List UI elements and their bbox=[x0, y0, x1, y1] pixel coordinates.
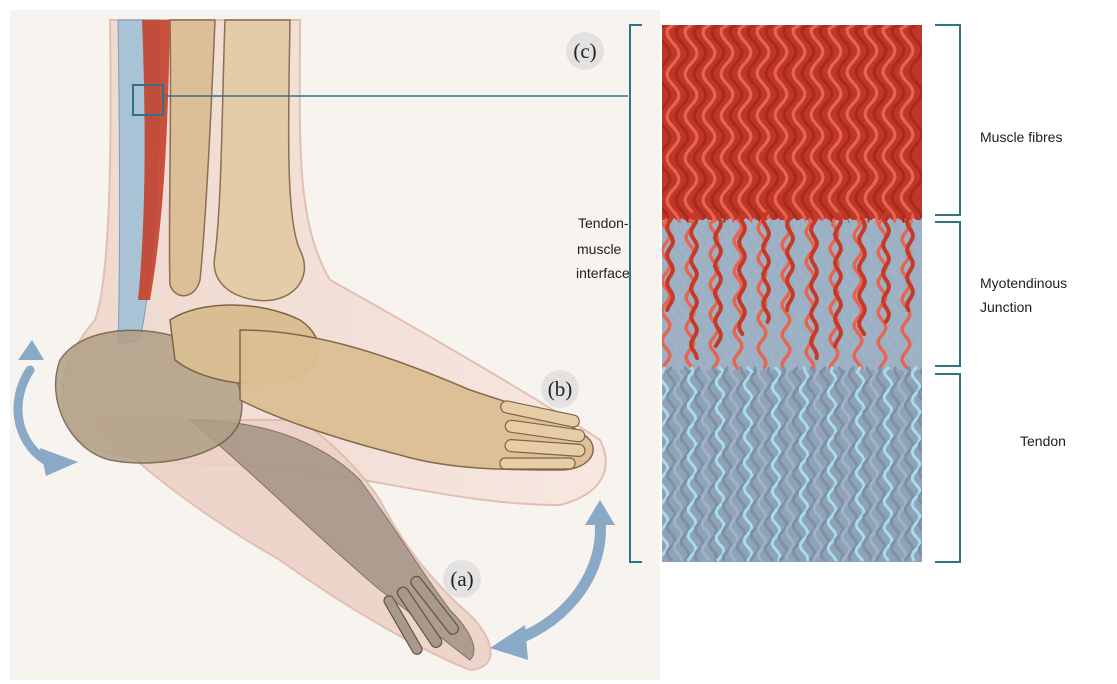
label-interface-1: Tendon- bbox=[578, 212, 629, 234]
label-tendon: Tendon bbox=[1020, 430, 1066, 452]
panel-label-c: (c) bbox=[566, 32, 604, 70]
panel-label-a: (a) bbox=[443, 560, 481, 598]
label-myotendinous: Myotendinous bbox=[980, 272, 1067, 294]
label-junction: Junction bbox=[980, 296, 1032, 318]
tendon-bracket bbox=[935, 374, 960, 562]
label-interface-2: muscle bbox=[577, 238, 621, 260]
label-muscle-fibres: Muscle fibres bbox=[980, 126, 1062, 148]
label-interface-3: interface bbox=[576, 262, 630, 284]
muscle-fibres-bracket bbox=[935, 25, 960, 215]
junction-bracket bbox=[935, 222, 960, 366]
panel-label-b: (b) bbox=[541, 370, 579, 408]
fibre-panel bbox=[658, 25, 927, 562]
